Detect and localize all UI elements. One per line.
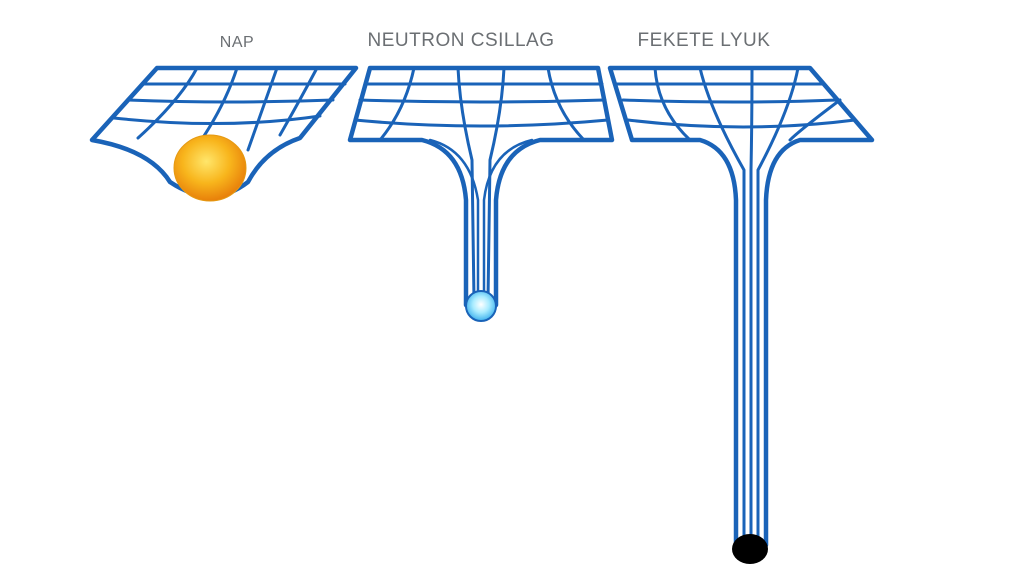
sun-sphere [173, 134, 247, 202]
label-neutron-star: NEUTRON CSILLAG [367, 30, 555, 51]
label-black-hole: FEKETE LYUK [637, 30, 771, 51]
label-sun: NAP [219, 34, 255, 51]
neutron-star-sphere [465, 290, 497, 322]
neutron-star-spacetime-grid [347, 65, 615, 316]
black-hole-spacetime-grid [607, 65, 875, 548]
black-hole-sphere [732, 534, 768, 564]
